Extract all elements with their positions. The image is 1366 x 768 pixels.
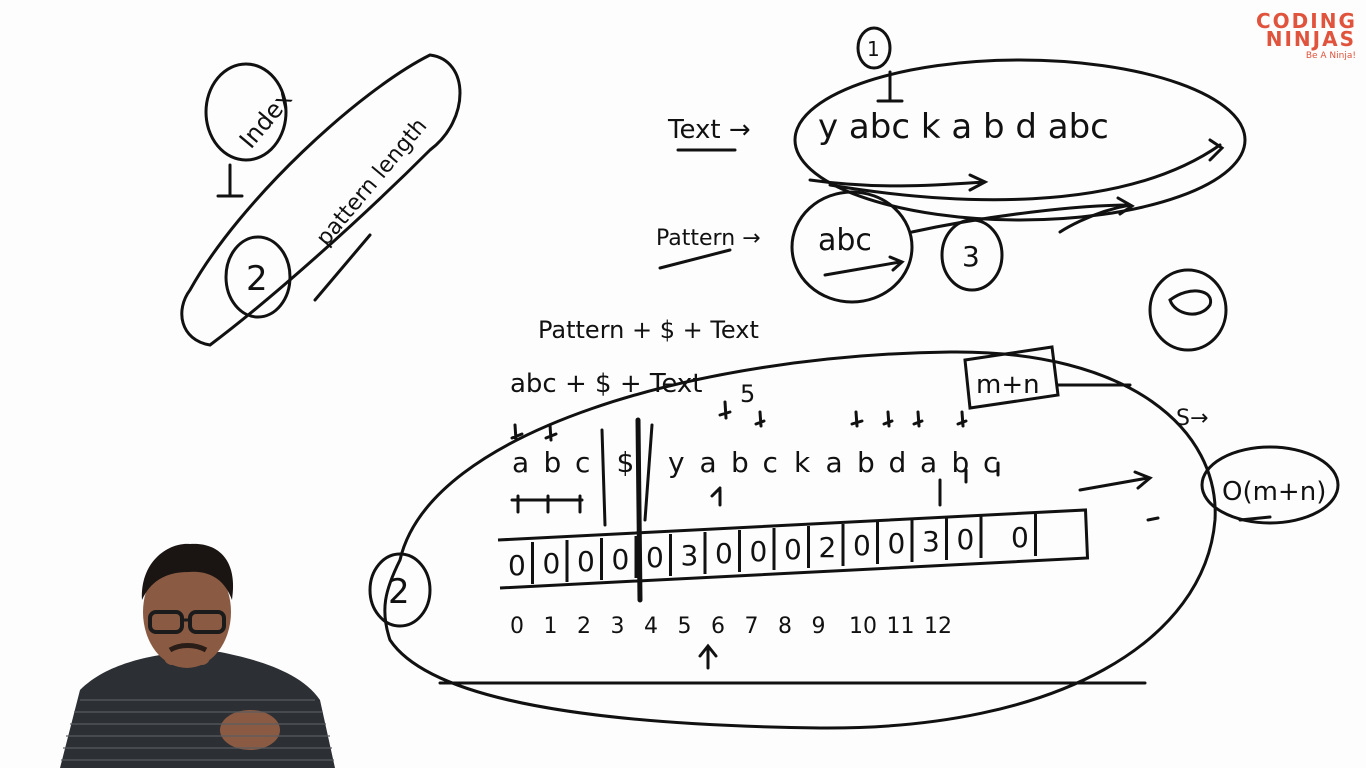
logo-line-1: CODING [1256,9,1357,33]
concat-char: d [889,446,907,479]
pattern-value: abc [818,223,872,258]
z-value: 0 [1011,521,1029,554]
text-label: Text → [667,115,751,145]
coding-ninjas-logo: CODING NINJAS Be A Ninja! [1256,9,1357,61]
index-label-cell: 4 [644,614,658,639]
concat-char: a [920,446,937,479]
left-enclosing-shape [180,53,462,347]
big-enclosing-shape [383,350,1217,730]
concat-char: a [826,446,843,479]
z-value: 0 [543,547,561,580]
concat-char: b [544,446,562,479]
pattern-oval [790,190,914,304]
concat-char: k [794,446,811,479]
complexity-label: O(m+n) [1222,477,1326,507]
index-label-cell: 3 [611,614,625,639]
presenter-face [143,556,231,668]
z-value: 0 [784,533,802,566]
big-circle-2 [368,552,432,628]
right-small-circle [1148,268,1228,352]
concat-char: c [575,446,590,479]
index-label-cell: 1 [544,614,558,639]
formula-2: abc + $ + Text [510,369,703,399]
mn-box [963,345,1060,410]
z-value: 2 [819,531,837,564]
left-circle-2 [224,235,292,319]
z-value: 0 [957,523,975,556]
glasses-left [148,610,184,634]
text-value: y abc k a b d abc [818,107,1109,147]
z-value: 0 [750,535,768,568]
z-value: 3 [681,539,699,572]
big-circle-number: 2 [388,572,410,612]
concat-char: b [952,446,970,479]
z-value: 3 [922,525,940,558]
concat-char: $ [617,446,635,479]
index-label-cell: 7 [745,614,759,639]
shirt-stripes [61,699,334,761]
presenter-mustache [168,643,208,653]
left-circle-number: 2 [246,259,268,299]
index-label-cell: 8 [778,614,792,639]
presenter-video [60,543,335,768]
index-label-cell: 2 [577,614,591,639]
z-array-outline [497,508,1090,590]
index-label-cell: 11 [887,614,915,639]
z-value: 0 [715,537,733,570]
z-value: 0 [888,527,906,560]
index-label: Index [234,85,298,154]
formula-1: Pattern + $ + Text [538,316,759,344]
circle-3 [940,218,1004,292]
concat-char: c [763,446,778,479]
concat-char: c [983,446,998,479]
index-label-cell: 12 [924,614,952,639]
z-value: 0 [612,543,630,576]
concat-char: a [700,446,717,479]
presenter-shirt [60,652,335,768]
index-circle [204,62,288,162]
z-value: 0 [508,549,526,582]
concat-char: y [668,446,685,479]
index-label-cell: 9 [812,614,826,639]
index-label-cell: 0 [510,614,524,639]
presenter-hand [220,710,280,750]
logo-tagline: Be A Ninja! [1305,51,1356,61]
circle-1 [856,26,892,70]
complexity-oval [1200,445,1340,525]
pattern-length-label: pattern length [312,114,433,251]
index-label-cell: 5 [678,614,692,639]
circled-5: 5 [740,380,755,408]
z-value: 0 [577,545,595,578]
concat-char: a [512,446,529,479]
logo-line-2: NINJAS [1265,27,1356,51]
concat-char: b [731,446,749,479]
mn-label: m+n [976,370,1040,400]
z-value: 0 [646,541,664,574]
circle-3-number: 3 [962,240,980,273]
pattern-label: Pattern → [656,226,761,251]
z-value: 0 [853,529,871,562]
concat-char: b [857,446,875,479]
z-array [497,508,1090,590]
presenter-hair [141,543,234,600]
text-oval [793,58,1247,222]
s-mark: S→ [1176,406,1208,431]
index-label-cell: 10 [849,614,877,639]
index-label-cell: 6 [711,614,725,639]
circle-1-number: 1 [867,37,880,61]
glasses-right [188,610,226,634]
